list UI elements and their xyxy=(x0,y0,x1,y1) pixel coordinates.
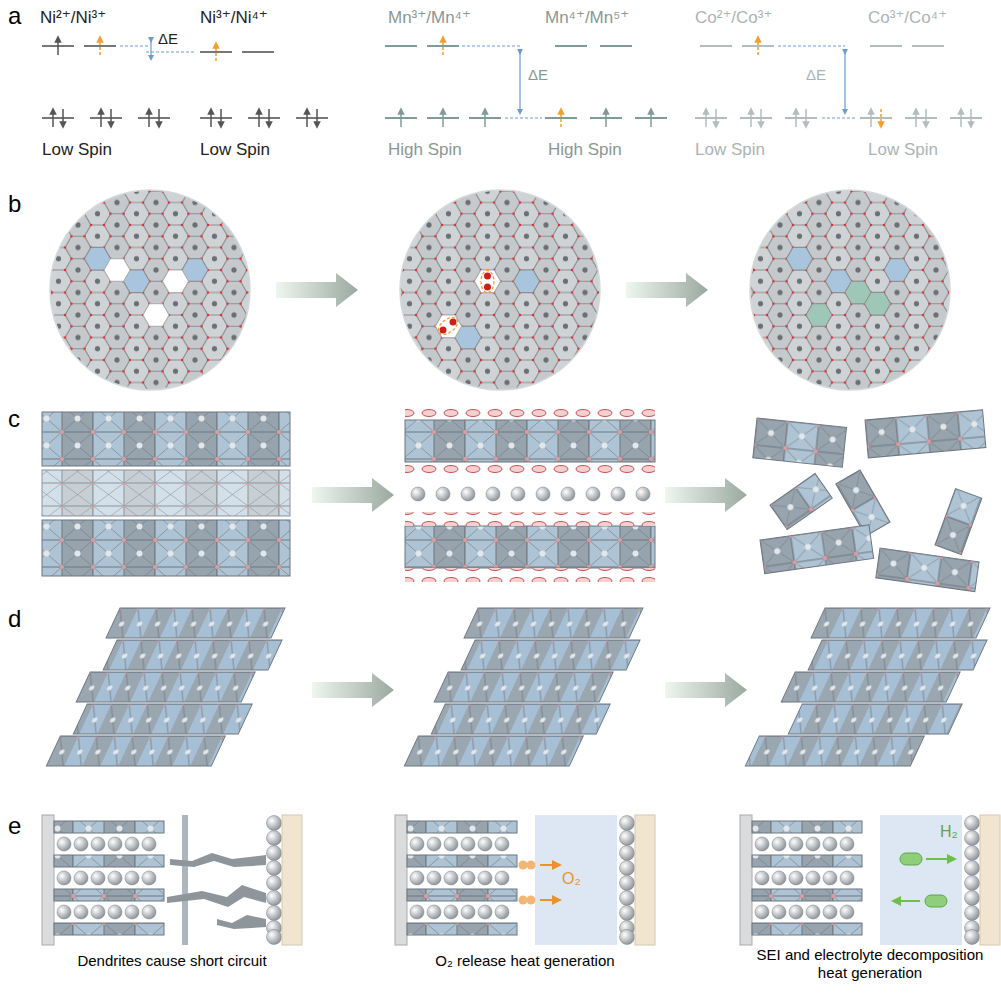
panel-letter: b xyxy=(8,190,21,219)
label: Co²⁺/Co³⁺ xyxy=(695,8,772,28)
battery-cells xyxy=(42,815,1000,945)
label: Ni³⁺/Ni⁴⁺ xyxy=(200,8,268,28)
label: Low Spin xyxy=(42,140,112,160)
label: Low Spin xyxy=(200,140,270,160)
label: Co³⁺/Co⁴⁺ xyxy=(868,8,947,28)
gas-label: O₂ xyxy=(562,869,581,888)
caption: Dendrites cause short circuit xyxy=(37,952,307,970)
gas-label: H₂ xyxy=(940,822,958,841)
layer-structure-c xyxy=(42,408,986,592)
lattice-circles xyxy=(40,180,960,400)
label: High Spin xyxy=(548,140,622,160)
caption: O₂ release heat generation xyxy=(390,952,660,970)
label: ΔE xyxy=(806,66,826,84)
label: Ni²⁺/Ni³⁺ xyxy=(40,8,106,28)
panel-letter: a xyxy=(8,2,21,31)
panel-letter: d xyxy=(8,605,21,634)
label: Mn⁴⁺/Mn⁵⁺ xyxy=(545,8,629,28)
orbital-diagram-co xyxy=(695,39,982,127)
panel-letter: c xyxy=(8,405,20,434)
label: ΔE xyxy=(158,30,178,48)
label: Low Spin xyxy=(695,140,765,160)
orbital-diagram-mn xyxy=(385,39,667,127)
panel-letter: e xyxy=(8,812,21,841)
caption: SEI and electrolyte decomposition heat g… xyxy=(753,946,988,982)
label: ΔE xyxy=(528,66,548,84)
layer-structure-d xyxy=(46,608,1001,766)
label: Mn³⁺/Mn⁴⁺ xyxy=(388,8,471,28)
label: Low Spin xyxy=(868,140,938,160)
label: High Spin xyxy=(388,140,462,160)
orbital-diagram-ni xyxy=(42,39,328,127)
